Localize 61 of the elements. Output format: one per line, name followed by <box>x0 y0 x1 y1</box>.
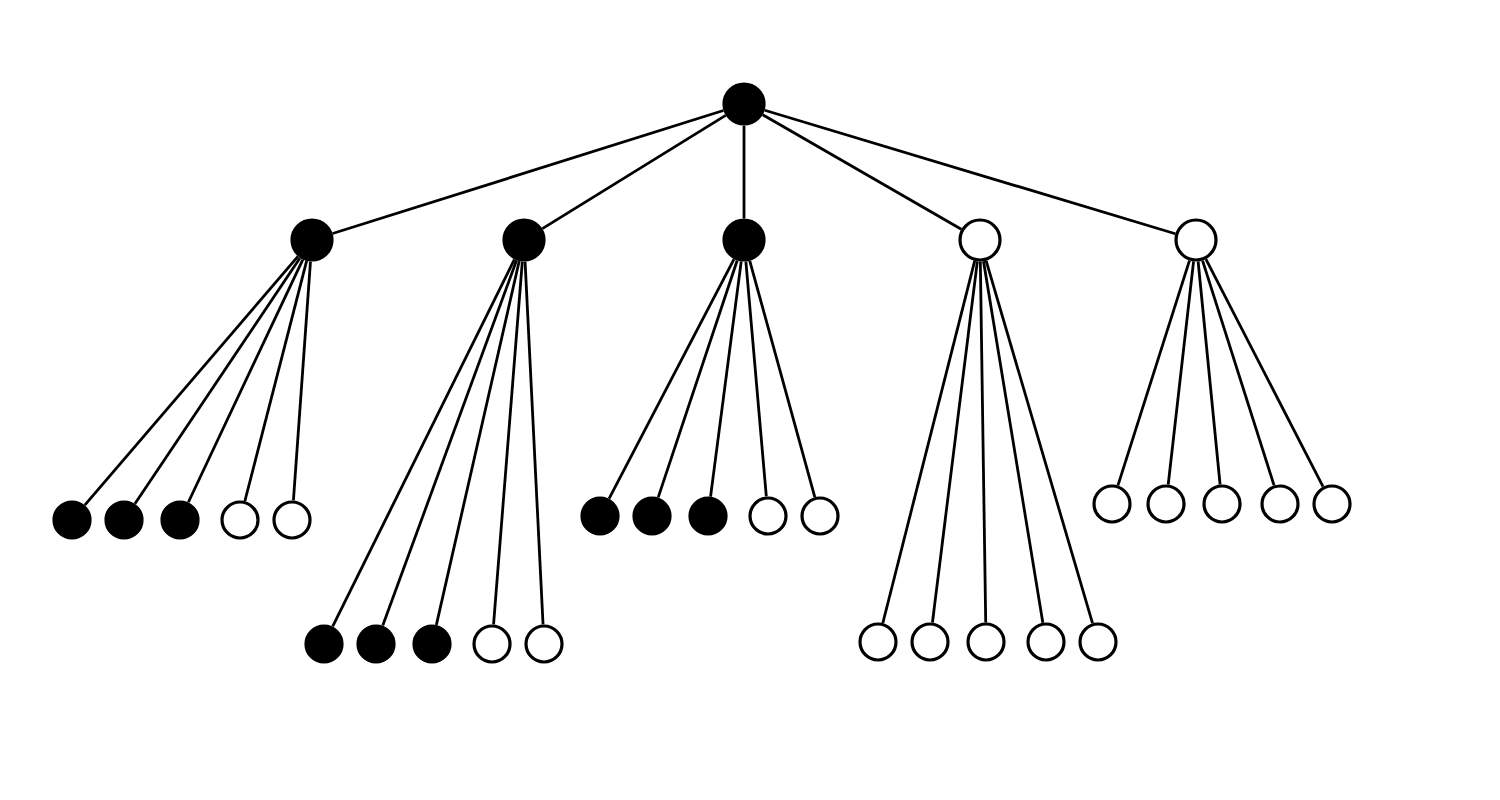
connector-line <box>744 261 768 497</box>
open-circle <box>1146 484 1186 524</box>
connector-line <box>982 261 1045 623</box>
connector-line <box>984 260 1094 624</box>
connector-line <box>709 261 743 497</box>
connector-line <box>1204 258 1325 488</box>
connector-line <box>764 108 1176 236</box>
filled-dot <box>304 624 344 664</box>
connector-line <box>541 114 727 230</box>
filled-dot <box>290 218 334 262</box>
open-circle <box>1078 622 1118 662</box>
connector-line <box>762 113 962 231</box>
connector-line <box>881 260 977 624</box>
filled-dot <box>580 496 620 536</box>
connector-line <box>1116 260 1191 486</box>
connector-line <box>435 260 521 626</box>
open-circle <box>910 622 950 662</box>
open-circle <box>272 500 312 540</box>
connector-line <box>381 259 518 627</box>
filled-dot <box>52 500 92 540</box>
filled-dot <box>356 624 396 664</box>
open-circle <box>966 622 1006 662</box>
connector-line <box>492 261 524 625</box>
open-circle <box>800 496 840 536</box>
filled-dot <box>502 218 546 262</box>
open-circle <box>524 624 564 664</box>
connector-line <box>83 255 300 507</box>
open-circle <box>1260 484 1300 524</box>
filled-dot <box>160 500 200 540</box>
open-circle <box>1026 622 1066 662</box>
open-circle <box>1092 484 1132 524</box>
connector-line <box>931 261 979 623</box>
filled-dot <box>722 218 766 262</box>
filled-dot <box>412 624 452 664</box>
open-circle <box>1312 484 1352 524</box>
filled-dot <box>722 82 766 126</box>
open-circle <box>958 218 1002 262</box>
filled-dot <box>104 500 144 540</box>
connector-line <box>1201 260 1276 486</box>
connector-line <box>1166 261 1195 485</box>
filled-dot <box>632 496 672 536</box>
open-circle <box>1202 484 1242 524</box>
open-circle <box>1174 218 1218 262</box>
open-circle <box>858 622 898 662</box>
connector-line <box>656 260 739 498</box>
open-circle <box>472 624 512 664</box>
filled-dot <box>688 496 728 536</box>
connector-line <box>187 258 305 503</box>
connector-line <box>523 261 545 625</box>
open-circle <box>220 500 260 540</box>
connector-line <box>1196 261 1222 485</box>
connector-line <box>331 258 516 628</box>
connector-line <box>742 125 746 219</box>
connector-line <box>133 257 302 505</box>
open-circle <box>748 496 788 536</box>
connector-line <box>332 109 724 235</box>
connector-line <box>243 260 308 502</box>
connector-line <box>748 260 817 498</box>
connector-line <box>978 261 988 623</box>
connector-line <box>607 258 736 500</box>
connector-line <box>292 261 312 501</box>
